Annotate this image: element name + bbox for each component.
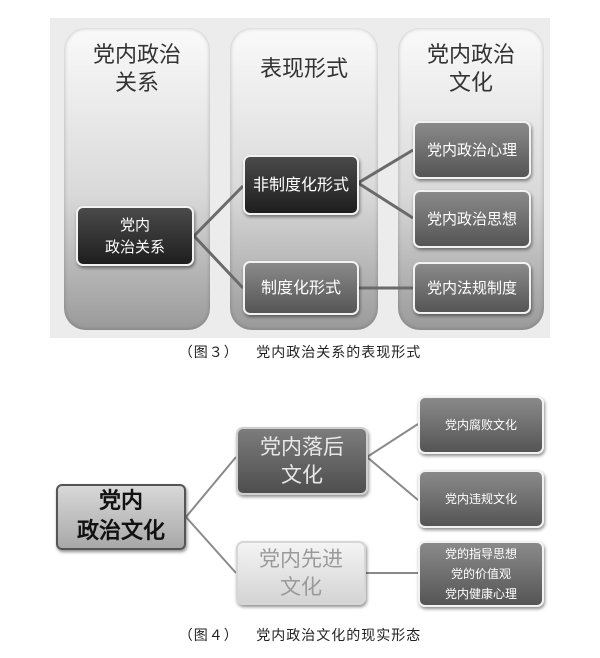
node-label-line: 党的指导思想 [444, 547, 517, 561]
node-label-line: 党的价值观 [450, 567, 511, 581]
node-label: 党内法规制度 [426, 279, 517, 297]
column-culture-title: 党内政治 文化 [398, 42, 544, 98]
connector-backward-to-corruption [366, 423, 419, 458]
connector-root-to-backward [185, 456, 237, 518]
node-party-political-culture: 党内 政治文化 [56, 484, 186, 550]
node-label-line: 党内 [98, 489, 143, 514]
connector-root-to-informal [192, 184, 245, 238]
connector-root-to-formal [192, 234, 245, 290]
node-label-line: 政治文化 [76, 519, 165, 544]
connector-backward-to-violation [366, 456, 419, 501]
caption-text: 党内政治文化的现实形态 [256, 628, 422, 644]
column-title-line: 党内政治 [92, 43, 181, 68]
column-relations-title: 党内政治 关系 [64, 42, 210, 98]
caption-text: 党内政治关系的表现形式 [256, 345, 422, 361]
node-party-political-relations: 党内 政治关系 [76, 206, 194, 266]
node-healthy-culture: 党的指导思想 党的价值观 党内健康心理 [418, 541, 544, 607]
node-label: 党内政治思想 [426, 210, 517, 228]
node-political-psychology: 党内政治心理 [413, 121, 531, 179]
node-label-line: 党内落后 [260, 435, 344, 459]
node-label: 制度化形式 [260, 278, 341, 297]
column-title-line: 表现形式 [259, 57, 348, 82]
node-label-line: 文化 [281, 463, 323, 487]
caption-number: （图３） [178, 345, 239, 361]
figure-4-caption: （图４） 党内政治文化的现实形态 [0, 625, 600, 645]
node-label-line: 党内先进 [259, 547, 343, 571]
node-label-line: 文化 [280, 575, 322, 599]
node-label: 党内违规文化 [444, 492, 517, 506]
column-forms-title: 表现形式 [230, 56, 378, 84]
node-label-line: 党内健康心理 [444, 587, 517, 601]
column-title-line: 党内政治 [426, 43, 515, 68]
node-political-thought: 党内政治思想 [413, 190, 531, 248]
node-label: 非制度化形式 [252, 175, 349, 194]
node-informal-form: 非制度化形式 [243, 155, 359, 215]
connector-informal-to-psychology [357, 148, 414, 185]
caption-number: （图４） [178, 628, 239, 644]
node-advanced-culture: 党内先进 文化 [236, 541, 366, 605]
node-label: 党内腐败文化 [444, 418, 517, 432]
node-corruption-culture: 党内腐败文化 [418, 396, 544, 454]
connector-informal-to-thought [357, 181, 414, 220]
node-party-regulations: 党内法规制度 [413, 262, 531, 314]
column-relations: 党内政治 关系 [64, 28, 210, 330]
figure-3-caption: （图３） 党内政治关系的表现形式 [0, 342, 600, 362]
node-label-line: 党内 [119, 216, 150, 234]
connector-root-to-advanced [185, 516, 237, 574]
column-title-line: 文化 [448, 71, 493, 96]
node-violation-culture: 党内违规文化 [418, 470, 544, 528]
node-formal-form: 制度化形式 [243, 261, 359, 315]
node-backward-culture: 党内落后 文化 [236, 427, 368, 495]
figure-3-connectors [192, 148, 414, 290]
column-title-line: 关系 [114, 71, 159, 96]
node-label-line: 政治关系 [104, 238, 165, 256]
node-label: 党内政治心理 [426, 141, 517, 159]
